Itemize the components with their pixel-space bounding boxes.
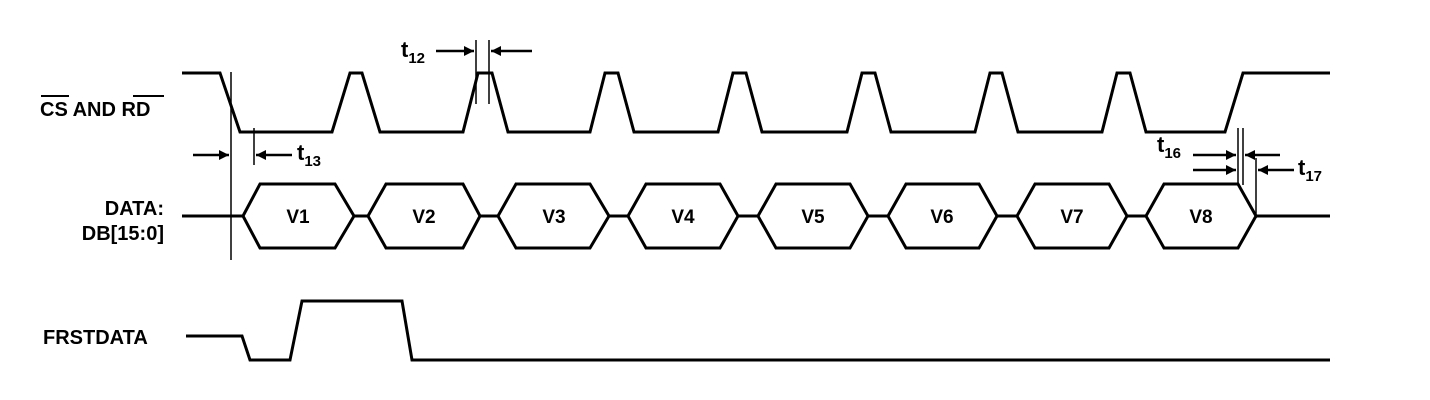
t17-annotation: t17 — [1193, 155, 1322, 185]
t16-annotation: t16 — [1157, 132, 1280, 162]
data-value: V4 — [671, 207, 695, 228]
data-cell-v5: V5 — [756, 182, 870, 250]
data-label-line2: DB[15:0] — [82, 223, 164, 245]
t16-label: t16 — [1157, 132, 1181, 162]
data-value: V7 — [1060, 207, 1083, 228]
data-cell-v6: V6 — [886, 182, 999, 250]
data-cell-v4: V4 — [626, 182, 740, 250]
frstdata-waveform — [186, 299, 1330, 362]
data-cell-v1: V1 — [241, 182, 356, 250]
data-value: V8 — [1189, 207, 1212, 228]
data-value: V2 — [412, 207, 435, 228]
cs-rd-waveform — [182, 71, 1330, 134]
data-value: V1 — [286, 207, 310, 228]
data-value: V5 — [801, 207, 825, 228]
data-value: V6 — [930, 207, 953, 228]
t13-annotation: t13 — [193, 140, 321, 170]
data-cell-v7: V7 — [1015, 182, 1129, 250]
data-cell-v2: V2 — [366, 182, 482, 250]
cs-and-rd-label: CS AND RD — [40, 99, 150, 121]
frstdata-label: FRSTDATA — [43, 327, 148, 349]
data-bus: V1 V2 V3 V4 V5 V6 V7 V8 — [182, 182, 1330, 250]
data-label-line1: DATA: — [105, 198, 164, 220]
t12-label: t12 — [401, 37, 425, 67]
data-cell-v8: V8 — [1144, 182, 1258, 250]
data-value: V3 — [542, 207, 565, 228]
data-cell-v3: V3 — [496, 182, 611, 250]
t13-label: t13 — [297, 140, 321, 170]
t12-annotation: t12 — [401, 37, 532, 67]
t17-label: t17 — [1298, 155, 1322, 185]
